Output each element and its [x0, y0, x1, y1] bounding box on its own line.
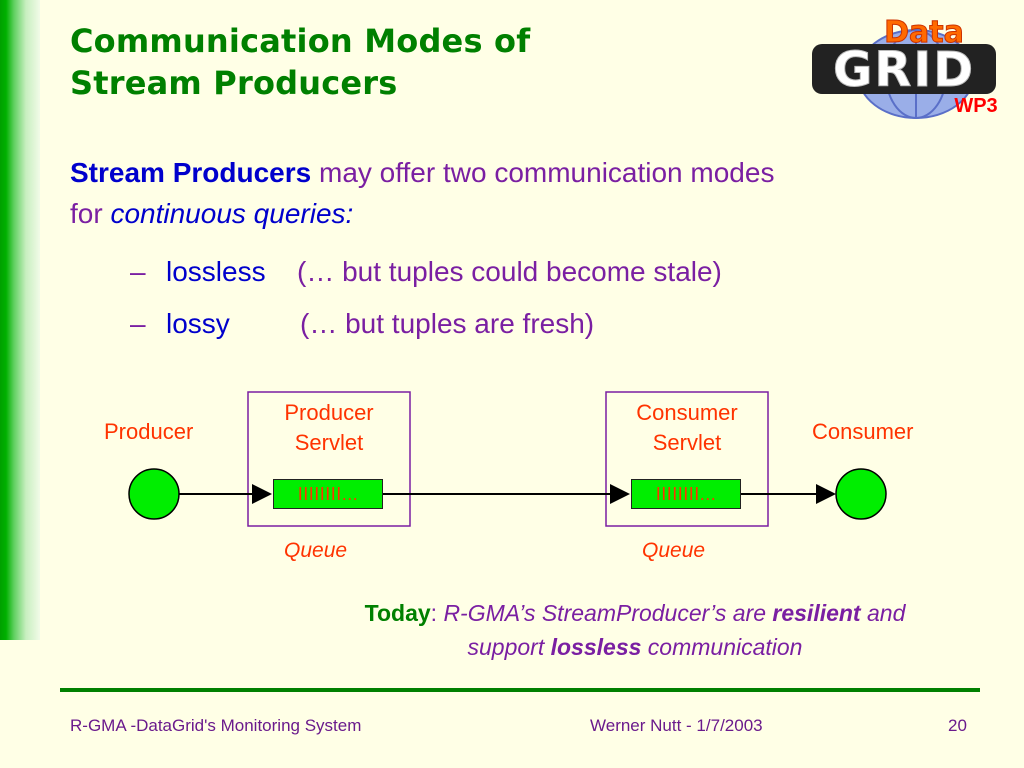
- producer-servlet-line-1: Producer: [284, 400, 374, 425]
- bullet-term: lossy: [166, 308, 230, 339]
- consumer-node: [835, 468, 887, 520]
- footer-divider: [60, 688, 980, 692]
- slide-title-line-2: Stream Producers: [70, 64, 398, 102]
- intro-paragraph: Stream Producers may offer two communica…: [70, 152, 970, 234]
- today-line-1: Today: R-GMA’s StreamProducer’s are resi…: [250, 596, 1020, 630]
- intro-strong: Stream Producers: [70, 157, 312, 188]
- intro-emphasis: continuous queries:: [110, 198, 354, 229]
- intro-line-2: for continuous queries:: [70, 193, 970, 234]
- slide-title-line-1: Communication Modes of: [70, 22, 531, 60]
- producer-servlet-label: Producer Servlet: [249, 398, 409, 458]
- logo-main-text: GRID: [833, 42, 975, 98]
- today-part-1: R-GMA: [443, 600, 520, 626]
- today-note: Today: R-GMA’s StreamProducer’s are resi…: [250, 596, 1020, 664]
- consumer-queue-label: Queue: [642, 539, 706, 562]
- producer-label: Producer: [104, 419, 194, 444]
- today-line-2: support lossless communication: [250, 630, 1020, 664]
- bullet-dash: –: [130, 256, 146, 287]
- producer-queue: IIIIIIII...: [273, 479, 383, 509]
- producer-servlet-line-2: Servlet: [294, 430, 364, 455]
- consumer-servlet-label: Consumer Servlet: [607, 398, 767, 458]
- footer-title: R-GMA -DataGrid's Monitoring System: [70, 716, 362, 735]
- today-part-5: support: [467, 634, 551, 660]
- today-emphasis-resilient: resilient: [772, 600, 861, 626]
- intro-line-1: Stream Producers may offer two communica…: [70, 152, 970, 193]
- bullet-note: (… but tuples are fresh): [300, 308, 595, 339]
- slide-title: Communication Modes of Stream Producers: [70, 20, 530, 104]
- intro-rest-1: may offer two communication modes: [311, 157, 775, 188]
- consumer-queue: IIIIIIII...: [631, 479, 741, 509]
- today-label: Today: [364, 600, 431, 626]
- logo-badge: WP3: [954, 95, 997, 117]
- today-colon: :: [430, 600, 444, 626]
- left-accent-bar: [0, 0, 40, 640]
- producer-node: [128, 468, 180, 520]
- intro-rest-2: for: [70, 198, 111, 229]
- today-part-6: communication: [641, 634, 803, 660]
- consumer-servlet-line-2: Servlet: [652, 430, 722, 455]
- today-part-2: s StreamProducer: [523, 600, 711, 626]
- footer-author-date: Werner Nutt - 1/7/2003: [590, 716, 763, 735]
- today-apostrophe-1: ’: [519, 600, 524, 626]
- today-part-4: and: [860, 600, 906, 626]
- today-emphasis-lossless: lossless: [550, 634, 642, 660]
- today-part-3: s are: [714, 600, 773, 626]
- page-number: 20: [948, 716, 967, 735]
- producer-queue-label: Queue: [284, 539, 348, 562]
- datagrid-logo: GRID Data WP3: [812, 15, 998, 119]
- today-apostrophe-2: ’: [710, 600, 715, 626]
- consumer-servlet-line-1: Consumer: [636, 400, 738, 425]
- consumer-label: Consumer: [812, 419, 914, 444]
- bullet-dash: –: [130, 308, 146, 339]
- logo-top-text: Data: [884, 15, 964, 50]
- bullet-term: lossless: [166, 256, 266, 287]
- bullet-note: (… but tuples could become stale): [297, 256, 722, 287]
- logo-bar: [812, 44, 996, 94]
